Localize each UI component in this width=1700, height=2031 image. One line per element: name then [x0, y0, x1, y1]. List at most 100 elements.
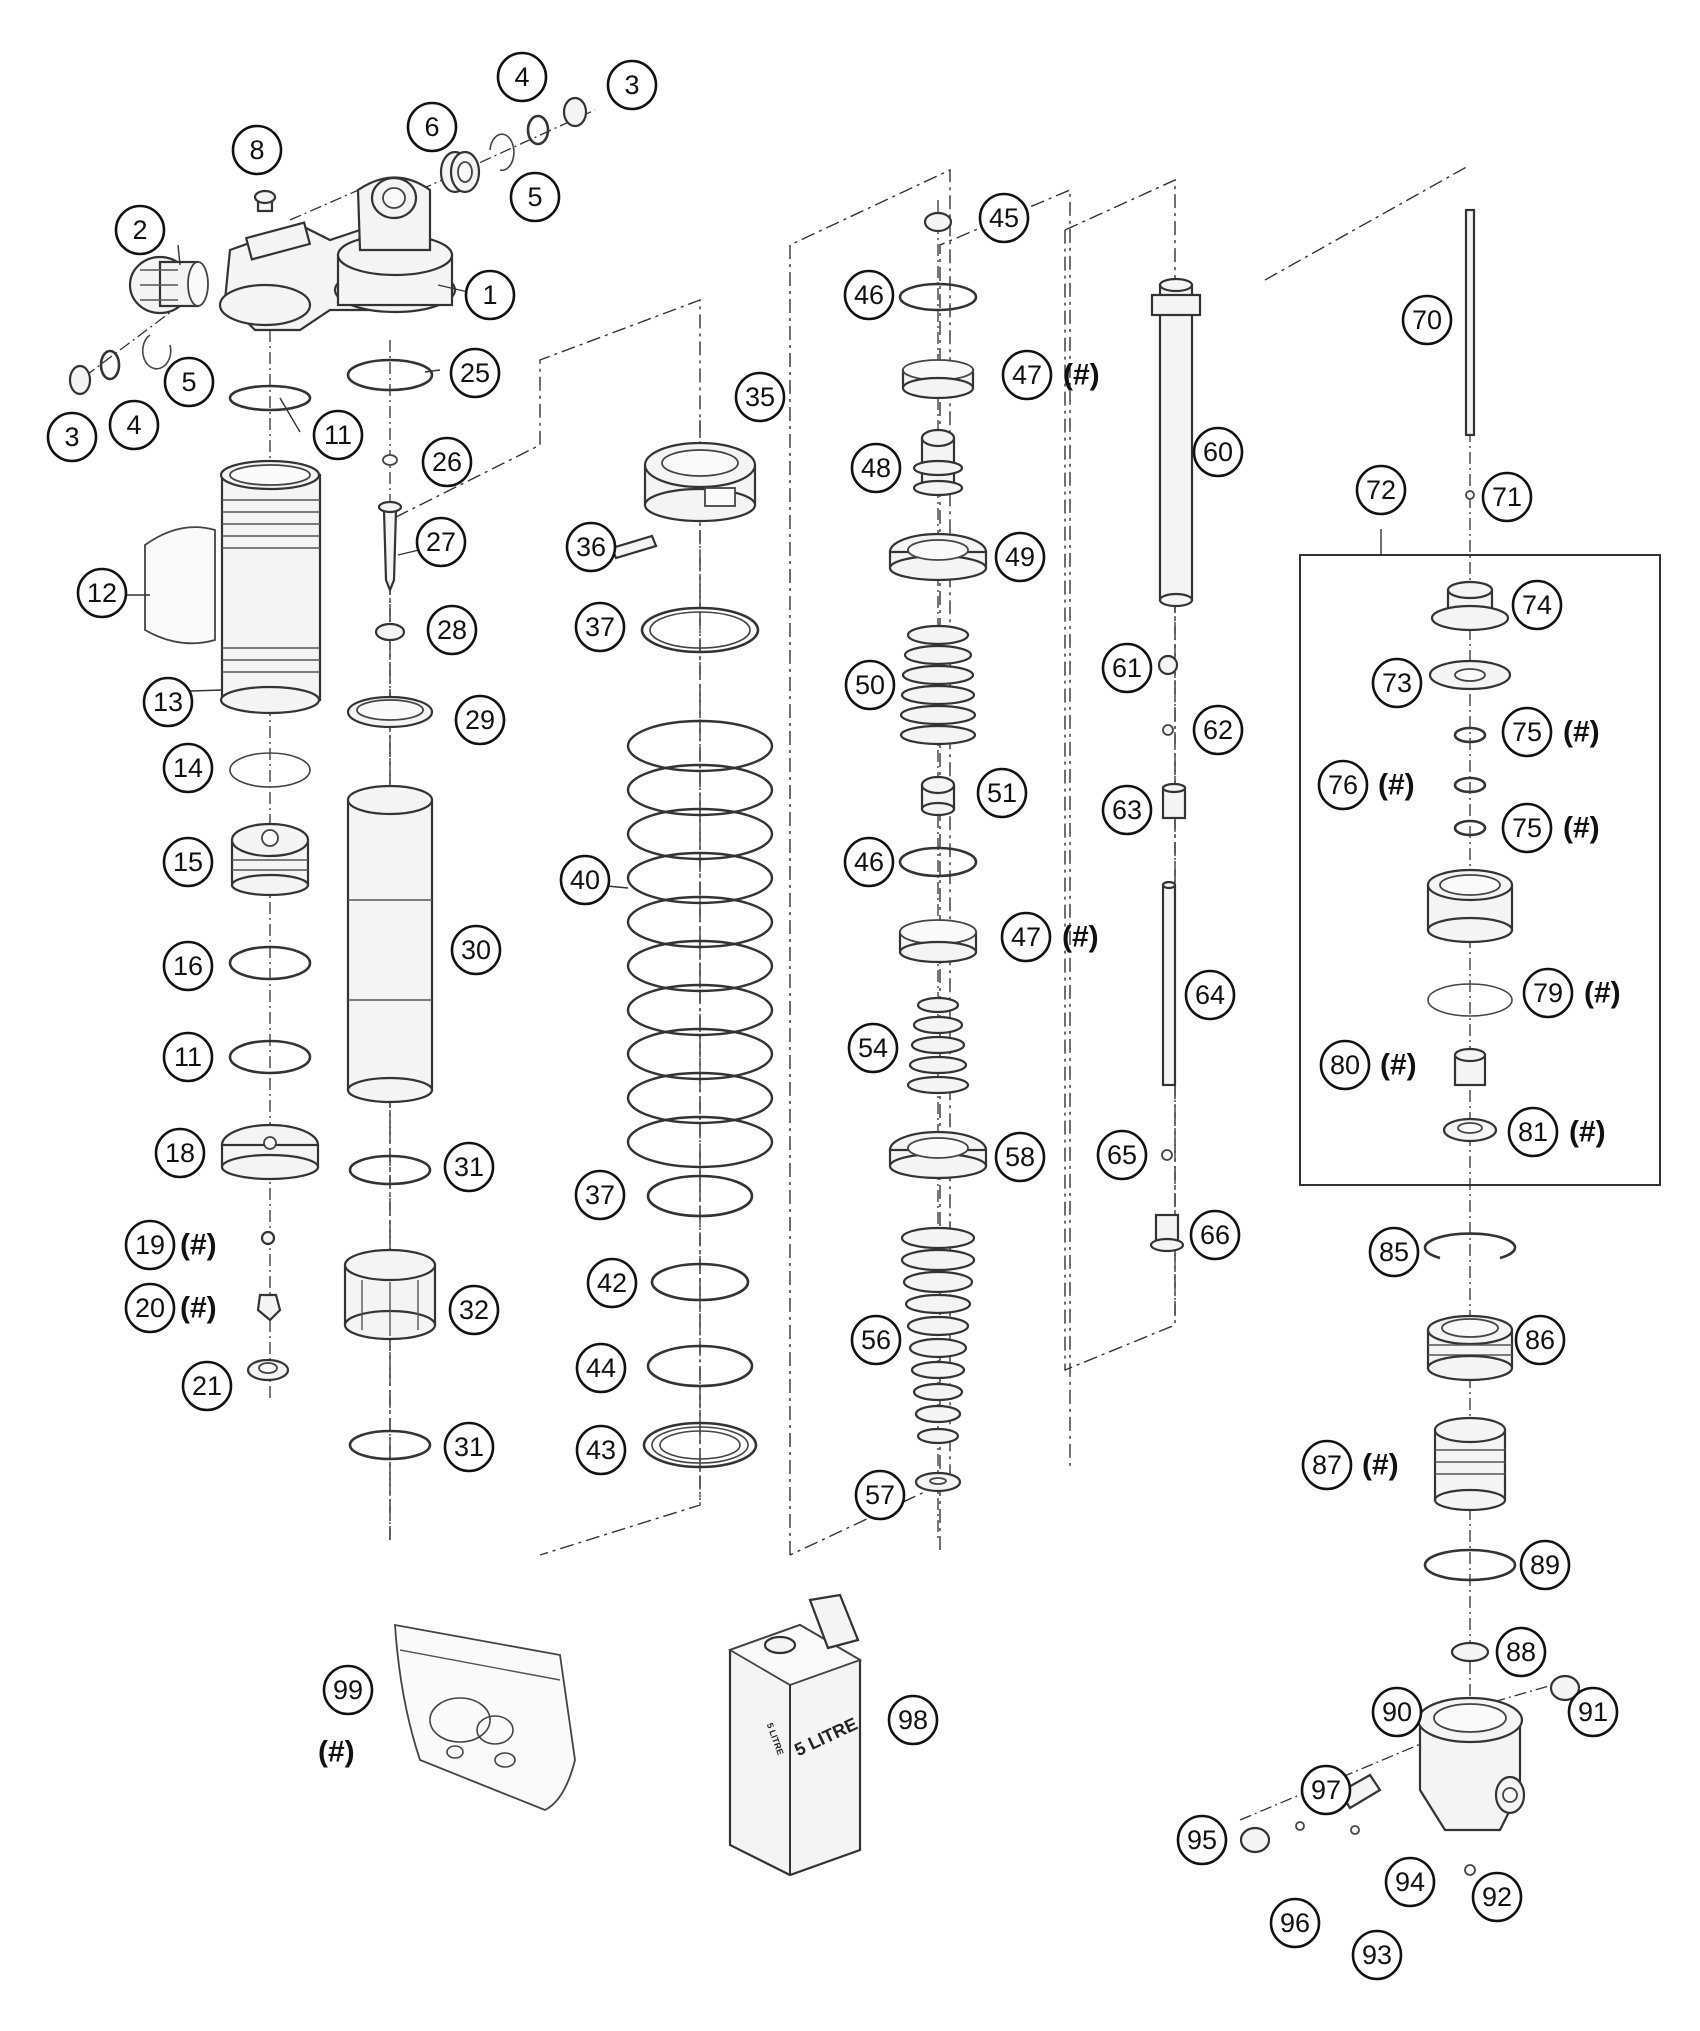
svg-text:43: 43 — [586, 1435, 616, 1465]
svg-text:73: 73 — [1382, 668, 1412, 698]
piston-rod-column — [1149, 277, 1202, 1253]
callout-3: 3 — [46, 411, 98, 463]
callout-1: 1 — [464, 269, 516, 321]
callout-81: 81 — [1507, 1106, 1559, 1158]
reservoir-column — [144, 384, 322, 1382]
svg-text:5: 5 — [527, 182, 542, 212]
callout-40: 40 — [559, 854, 611, 906]
svg-text:35: 35 — [745, 382, 775, 412]
callout-46: 46 — [843, 836, 895, 888]
svg-text:46: 46 — [854, 847, 884, 877]
svg-text:31: 31 — [454, 1152, 484, 1182]
callout-25: 25 — [449, 347, 501, 399]
svg-text:72: 72 — [1366, 475, 1396, 505]
callout-75-hash-lower: 75 (#) — [1501, 802, 1600, 854]
svg-text:48: 48 — [861, 453, 891, 483]
svg-text:42: 42 — [597, 1268, 627, 1298]
axis-lines — [79, 109, 1571, 1821]
svg-text:14: 14 — [173, 753, 203, 783]
callout-19: 19 — [124, 1219, 176, 1271]
svg-text:31: 31 — [454, 1432, 484, 1462]
callout-47: 47 — [1001, 349, 1053, 401]
callout-60: 60 — [1192, 426, 1244, 478]
callout-73: 73 — [1371, 657, 1423, 709]
svg-text:45: 45 — [989, 203, 1019, 233]
svg-text:12: 12 — [87, 578, 117, 608]
callout-8: 8 — [231, 124, 283, 176]
callout-54: 54 — [847, 1022, 899, 1074]
callout-19-hash: 19 (#) — [124, 1219, 217, 1271]
svg-text:99: 99 — [333, 1675, 363, 1705]
callout-63: 63 — [1101, 784, 1153, 836]
callout-98: 98 — [887, 1694, 939, 1746]
svg-text:89: 89 — [1530, 1550, 1560, 1580]
callout-57: 57 — [854, 1469, 906, 1521]
hash-marker: (#) — [180, 1229, 217, 1262]
svg-text:87: 87 — [1312, 1450, 1342, 1480]
svg-text:15: 15 — [173, 847, 203, 877]
svg-text:56: 56 — [861, 1325, 891, 1355]
svg-text:44: 44 — [586, 1353, 616, 1383]
svg-text:95: 95 — [1187, 1825, 1217, 1855]
callouts: 1 2 3 3 4 4 5 5 6 8 11 11 12 13 14 15 16… — [46, 51, 1621, 1981]
damper-body-column — [343, 358, 437, 1461]
svg-text:25: 25 — [460, 358, 490, 388]
svg-text:62: 62 — [1203, 715, 1233, 745]
svg-text:71: 71 — [1492, 482, 1522, 512]
spring-column — [610, 441, 774, 1469]
svg-text:11: 11 — [324, 420, 352, 450]
svg-text:32: 32 — [459, 1295, 489, 1325]
callout-3: 3 — [606, 59, 658, 111]
hash-marker: (#) — [1569, 1116, 1606, 1149]
spherical-bearing-hardware — [439, 96, 588, 194]
kit-72-frame — [1299, 554, 1661, 1186]
callout-37: 37 — [574, 601, 626, 653]
callout-87-hash: 87 (#) — [1301, 1439, 1399, 1491]
svg-text:58: 58 — [1005, 1142, 1035, 1172]
callout-42: 42 — [586, 1257, 638, 1309]
callout-51: 51 — [976, 767, 1028, 819]
hash-marker: (#) — [1584, 977, 1621, 1010]
callout-80-hash: 80 (#) — [1319, 1039, 1417, 1091]
callout-91: 91 — [1567, 1686, 1619, 1738]
callout-76-hash: 76 (#) — [1317, 759, 1415, 811]
shock-head-clevis — [218, 176, 457, 332]
callout-58: 58 — [994, 1131, 1046, 1183]
svg-text:29: 29 — [465, 705, 495, 735]
callout-20: 20 — [124, 1282, 176, 1334]
svg-text:60: 60 — [1203, 437, 1233, 467]
hash-marker: (#) — [1362, 1449, 1399, 1482]
svg-text:97: 97 — [1311, 1775, 1341, 1805]
callout-14: 14 — [162, 742, 214, 794]
callout-11: 11 — [312, 409, 364, 461]
callout-81-hash: 81 (#) — [1507, 1106, 1606, 1158]
svg-text:3: 3 — [64, 422, 79, 452]
callout-45: 45 — [978, 192, 1030, 244]
svg-text:74: 74 — [1522, 590, 1552, 620]
callout-80: 80 — [1319, 1039, 1371, 1091]
callout-21: 21 — [181, 1360, 233, 1412]
hash-marker: (#) — [318, 1736, 355, 1769]
svg-text:46: 46 — [854, 280, 884, 310]
svg-text:27: 27 — [426, 527, 456, 557]
callout-86: 86 — [1514, 1314, 1566, 1366]
svg-text:16: 16 — [173, 951, 203, 981]
svg-text:70: 70 — [1412, 305, 1442, 335]
svg-text:98: 98 — [898, 1705, 928, 1735]
callout-6: 6 — [406, 101, 458, 153]
hash-marker: (#) — [1062, 921, 1099, 954]
svg-text:36: 36 — [576, 532, 606, 562]
svg-text:85: 85 — [1379, 1237, 1409, 1267]
svg-text:63: 63 — [1112, 795, 1142, 825]
callout-47-hash: 47 (#) — [1001, 349, 1100, 401]
callout-50: 50 — [844, 659, 896, 711]
callout-15: 15 — [162, 836, 214, 888]
svg-text:66: 66 — [1200, 1220, 1230, 1250]
callout-47: 47 — [1000, 911, 1052, 963]
callout-76: 76 — [1317, 759, 1369, 811]
svg-text:18: 18 — [165, 1138, 195, 1168]
svg-text:64: 64 — [1195, 980, 1225, 1010]
svg-text:4: 4 — [514, 62, 529, 92]
callout-90: 90 — [1371, 1686, 1423, 1738]
callout-5: 5 — [163, 356, 215, 408]
